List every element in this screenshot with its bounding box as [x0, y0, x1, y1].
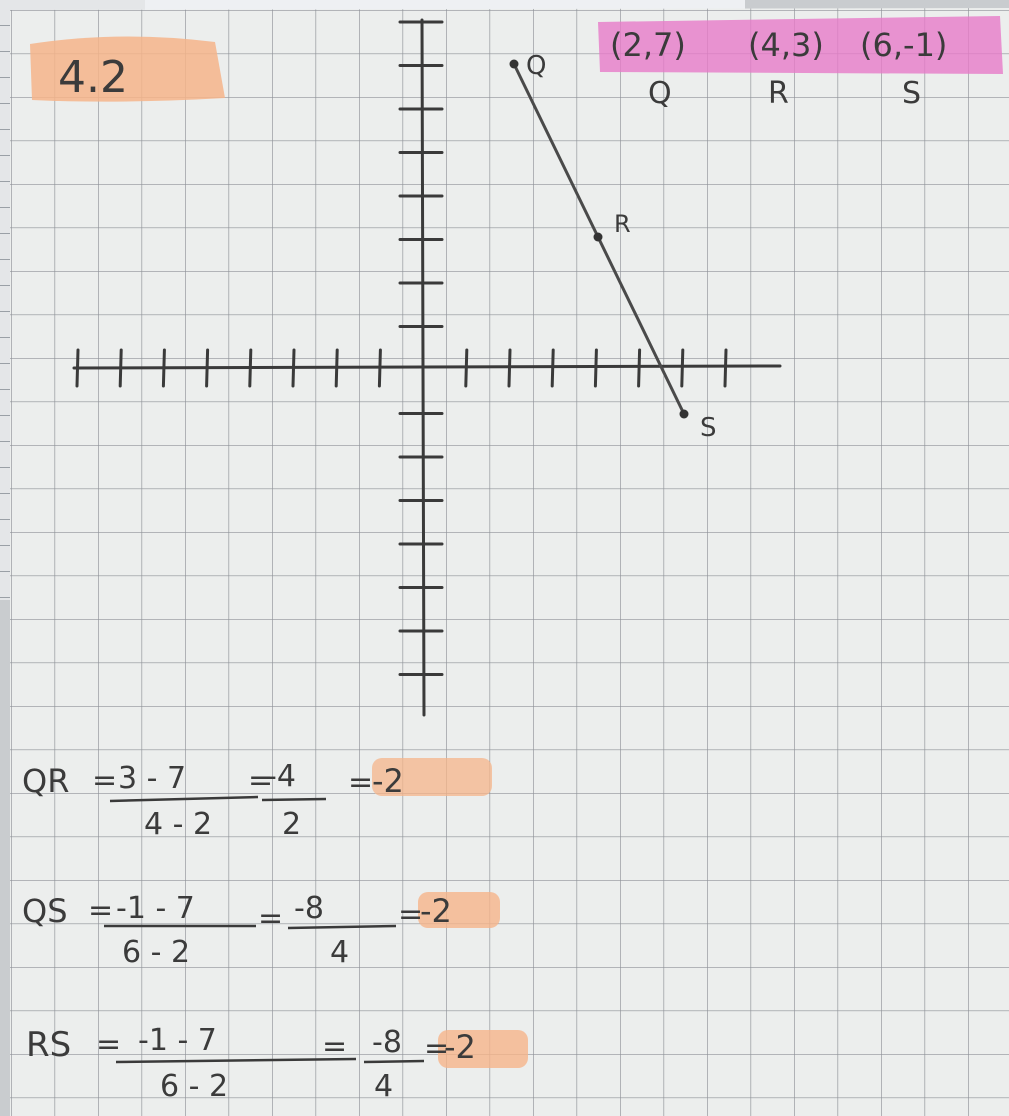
- slope-qr-equals-3: =: [348, 765, 373, 800]
- x-tick: [205, 348, 210, 388]
- slope-qs-equals-3: =: [398, 897, 423, 932]
- x-tick: [464, 348, 469, 388]
- slope-qs-name: QS: [22, 892, 68, 930]
- slope-qr-numerator-2: -4: [266, 759, 296, 794]
- slope-rs-denominator: 6 - 2: [160, 1069, 228, 1104]
- slope-rs-name: RS: [26, 1025, 71, 1065]
- orange-highlight-title: [30, 36, 225, 102]
- slope-qr-result: -2: [372, 762, 404, 800]
- slope-qr-denominator: 4 - 2: [144, 807, 212, 842]
- coordinate-letter-r: R: [768, 76, 789, 111]
- slope-qr-fraction-bar-1: [109, 795, 259, 803]
- x-tick: [161, 348, 166, 388]
- slope-rs: RS = -1 - 7 6 - 2 = -8 4 = -2: [26, 1023, 476, 1104]
- exercise-label: 4.2: [58, 52, 128, 103]
- slope-rs-equals-2: =: [322, 1029, 347, 1064]
- x-axis: [72, 364, 782, 370]
- point-label-q: Q: [526, 51, 546, 81]
- grid-lines: [10, 8, 1009, 1116]
- orange-highlight-qs: [418, 892, 500, 928]
- slope-rs-numerator: -1 - 7: [138, 1023, 217, 1058]
- point-r: [593, 232, 603, 242]
- slope-qs-result: -2: [420, 892, 452, 930]
- x-tick: [637, 348, 642, 388]
- coordinate-s: (6,-1): [860, 26, 947, 64]
- slope-qs-fraction-bar-2: [287, 924, 397, 930]
- x-tick: [118, 348, 123, 388]
- slope-qr-equals-2: =: [248, 763, 273, 798]
- pink-highlight-coordinates: [598, 16, 1003, 74]
- slope-qs-numerator: -1 - 7: [116, 891, 195, 926]
- coordinate-axes: [72, 18, 782, 717]
- slope-qs-numerator-2: -8: [294, 891, 324, 926]
- x-tick: [75, 348, 80, 388]
- point-label-s: S: [700, 413, 717, 443]
- point-q: [509, 59, 519, 69]
- slope-qr-denominator-2: 2: [282, 807, 301, 842]
- slope-qs-denominator: 6 - 2: [122, 935, 190, 970]
- slope-rs-denominator-2: 4: [374, 1069, 393, 1104]
- point-label-r: R: [614, 210, 631, 238]
- coordinate-letter-s: S: [902, 76, 921, 111]
- slope-rs-fraction-bar-2: [363, 1059, 425, 1064]
- coordinate-r: (4,3): [748, 26, 824, 64]
- coordinate-list: (2,7) (4,3) (6,-1) Q R S: [610, 26, 947, 111]
- slope-rs-equals-1: =: [96, 1027, 121, 1062]
- x-tick: [723, 348, 728, 388]
- slope-qr-name: QR: [22, 762, 69, 800]
- coordinate-q: (2,7): [610, 26, 686, 64]
- slope-rs-fraction-bar-1: [115, 1057, 357, 1064]
- coordinate-letter-q: Q: [648, 76, 672, 111]
- x-tick: [291, 348, 296, 388]
- x-tick: [680, 348, 685, 388]
- x-tick: [248, 348, 253, 388]
- slope-qs-equals-2: =: [258, 901, 283, 936]
- slope-qr-numerator: 3 - 7: [118, 761, 186, 796]
- x-axis-ticks: [75, 348, 728, 388]
- slope-rs-result: -2: [444, 1028, 476, 1066]
- point-s: [679, 409, 689, 419]
- slope-qs-denominator-2: 4: [330, 935, 349, 970]
- slope-qr-equals-1: =: [92, 763, 117, 798]
- x-tick: [507, 348, 512, 388]
- x-tick: [593, 348, 598, 388]
- slope-qr-fraction-bar-2: [261, 797, 327, 802]
- slope-qs-equals-1: =: [88, 893, 113, 928]
- x-tick: [334, 348, 339, 388]
- slope-rs-equals-3: =: [424, 1031, 449, 1066]
- slope-rs-numerator-2: -8: [372, 1025, 402, 1060]
- orange-highlight-rs: [438, 1030, 528, 1068]
- x-tick: [550, 348, 555, 388]
- x-tick: [377, 348, 382, 388]
- orange-highlight-qr: [372, 758, 492, 796]
- y-axis: [420, 18, 426, 717]
- slope-qs: QS = -1 - 7 6 - 2 = -8 4 = -2: [22, 891, 452, 970]
- y-axis-ticks: [398, 20, 444, 676]
- slope-qr: QR = 3 - 7 4 - 2 = -4 2 = -2: [22, 759, 404, 842]
